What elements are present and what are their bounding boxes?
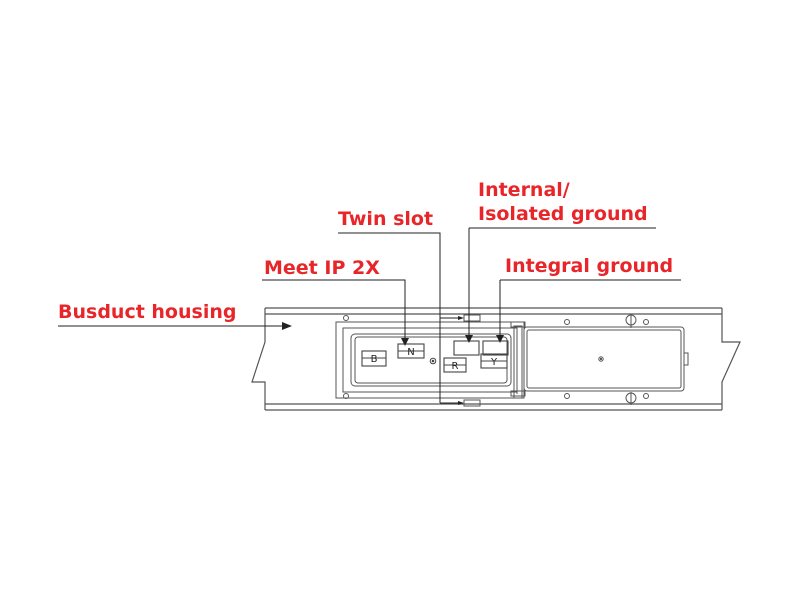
busduct-housing-drawing xyxy=(251,307,741,411)
contact-internal-ground xyxy=(453,340,480,356)
window-screw xyxy=(429,357,437,365)
arrow-ip2x xyxy=(401,338,409,346)
callout-internal-ground-line1: Internal/ xyxy=(478,179,570,201)
phase-label-n: N xyxy=(407,347,414,358)
callout-busduct-housing: Busduct housing xyxy=(58,301,236,323)
plug-in-window xyxy=(335,321,526,399)
arrow-busduct xyxy=(282,322,292,330)
arrow-integral-ground xyxy=(496,335,504,343)
mounting-bolts xyxy=(343,314,649,405)
cover-plate xyxy=(523,326,689,392)
callout-meet-ip2x: Meet IP 2X xyxy=(264,257,380,279)
phase-label-y: Y xyxy=(490,357,498,368)
leader-arrowheads xyxy=(282,322,504,346)
callout-twin-slot: Twin slot xyxy=(338,208,433,230)
arrow-internal-ground xyxy=(465,335,473,343)
callout-labels: Busduct housing Meet IP 2X Twin slot Int… xyxy=(58,179,673,323)
leader-lines xyxy=(58,227,681,404)
phase-label-b: B xyxy=(371,354,378,365)
twin-slot-tabs xyxy=(458,314,481,407)
phase-label-r: R xyxy=(452,361,459,372)
callout-integral-ground: Integral ground xyxy=(505,255,673,277)
contact-integral-ground xyxy=(482,340,509,356)
phase-contacts xyxy=(361,340,509,373)
callout-internal-ground-line2: Isolated ground xyxy=(478,203,648,225)
